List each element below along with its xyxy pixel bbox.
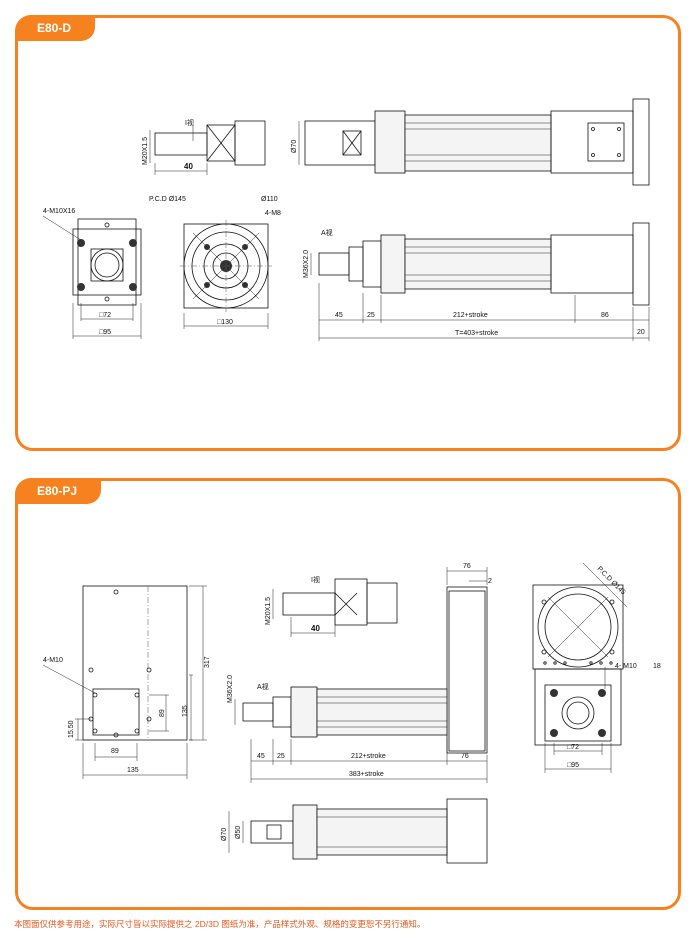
dim-total: T=403+stroke bbox=[455, 330, 498, 337]
round-size-label: □130 bbox=[217, 319, 233, 326]
panel-e80-d: E80-D M20X1.5 I视 40 bbox=[15, 15, 681, 451]
plate-135v: 135 bbox=[182, 705, 189, 717]
plate-89h: 89 bbox=[111, 748, 119, 755]
section-title: E80-PJ bbox=[15, 478, 102, 504]
pj-dim-45: 45 bbox=[257, 753, 265, 760]
square-flange: 4-M10X16 □72 □95 bbox=[42, 208, 142, 339]
side-view-bottom: M36X2.0 A视 45 25 212+stroke 86 20 T=403+… bbox=[303, 222, 650, 341]
bottom-thread-label: M36X2.0 bbox=[303, 250, 310, 278]
dim-25: 25 bbox=[367, 312, 375, 319]
plate-317: 317 bbox=[204, 656, 211, 668]
flange-sq-inner-label: □72 bbox=[99, 312, 111, 319]
pj-shaft-thread: M20X1.5 bbox=[265, 597, 272, 625]
pj-bottom-50: Ø50 bbox=[235, 826, 242, 839]
pj-side-view: A视 bbox=[257, 682, 269, 691]
plate-holes-label: 4-M10 bbox=[43, 657, 63, 664]
pj-76-top: 76 bbox=[463, 563, 471, 570]
bottom-view-pj: Ø70 Ø50 bbox=[221, 798, 488, 864]
panel-e80-pj: E80-PJ bbox=[15, 478, 681, 910]
pj-2: 2 bbox=[488, 578, 492, 585]
pj-dim-25: 25 bbox=[277, 753, 285, 760]
plate-1550: 15.50 bbox=[68, 720, 75, 738]
dim-45: 45 bbox=[335, 312, 343, 319]
right-view-pj: P.C.D Ø145 4- M10 18 □72 □95 bbox=[532, 562, 661, 773]
shaft-length-label: 40 bbox=[184, 162, 193, 171]
pj-pcd: P.C.D Ø145 bbox=[596, 565, 627, 596]
section-title: E80-D bbox=[15, 15, 96, 41]
pj-shaft-view: I视 bbox=[311, 575, 320, 584]
flange-sq-outer-label: □95 bbox=[99, 329, 111, 336]
side-view-pj: 76 2 M36X2.0 A视 45 25 212+stroke 76 bbox=[227, 563, 492, 783]
round-holes-label: 4-M8 bbox=[265, 210, 281, 217]
bottom-view-label: A视 bbox=[321, 228, 333, 237]
plate-89v: 89 bbox=[159, 709, 166, 717]
drawing-e80-pj: 4-M10 317 135 89 15.50 89 135 M20X1.5 I视… bbox=[42, 562, 661, 864]
pj-dim-76: 76 bbox=[461, 753, 469, 760]
round-dia-label: Ø110 bbox=[261, 196, 278, 203]
pj-dim-212: 212+stroke bbox=[351, 753, 386, 760]
pj-shaft-length: 40 bbox=[311, 624, 320, 633]
pj-sq-inner: □72 bbox=[567, 744, 579, 751]
footer-note: 本图面仅供参考用途，实际尺寸皆以实际提供之 2D/3D 图纸为准，产品样式外观、… bbox=[14, 919, 426, 929]
side-top-dia-label: Ø70 bbox=[291, 140, 298, 153]
pj-dim-total: 383+stroke bbox=[349, 771, 384, 778]
shaft-view-label: I视 bbox=[185, 118, 194, 127]
shaft-detail: M20X1.5 I视 40 bbox=[142, 118, 266, 175]
mounting-plate: 4-M10 317 135 89 15.50 89 135 bbox=[42, 585, 211, 779]
pj-holes: 4- M10 bbox=[615, 663, 637, 670]
shaft-detail-2: M20X1.5 I视 40 bbox=[265, 575, 398, 637]
shaft-thread-label: M20X1.5 bbox=[142, 137, 149, 165]
plate-135h: 135 bbox=[127, 767, 139, 774]
dim-86: 86 bbox=[601, 312, 609, 319]
pj-sq-outer: □95 bbox=[567, 762, 579, 769]
pj-side-thread: M36X2.0 bbox=[227, 675, 234, 703]
drawing-e80-d: M20X1.5 I视 40 Ø70 bbox=[42, 98, 650, 341]
dim-212: 212+stroke bbox=[453, 312, 488, 319]
round-pcd-label: P.C.D Ø145 bbox=[149, 196, 186, 203]
side-view-top: Ø70 bbox=[291, 98, 650, 186]
flange-holes-label: 4-M10X16 bbox=[43, 208, 75, 215]
dim-20: 20 bbox=[637, 329, 645, 336]
pj-depth: 18 bbox=[653, 663, 661, 670]
pj-bottom-70: Ø70 bbox=[221, 828, 228, 841]
round-flange: P.C.D Ø145 Ø110 4-M8 □130 bbox=[149, 196, 281, 329]
